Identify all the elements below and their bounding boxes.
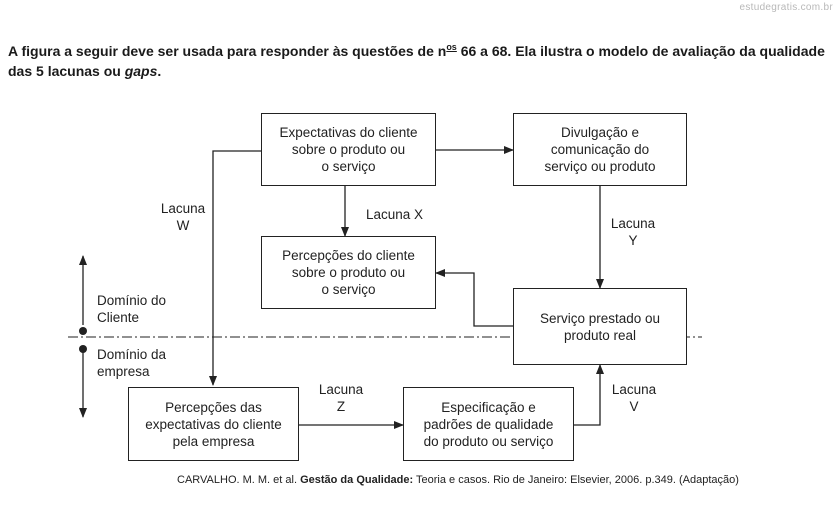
citation: CARVALHO. M. M. et al. Gestão da Qualida…: [177, 474, 739, 486]
domain-empresa-dot: [79, 345, 87, 353]
label-lacuna-y: Lacuna Y: [610, 216, 656, 248]
box-percepcoes-empresa: Percepções das expectativas do cliente p…: [128, 387, 299, 461]
box-especificacao-text: Especificação e padrões de qualidade do …: [423, 399, 554, 449]
arrow-lacuna-v: [574, 364, 604, 426]
label-dominio-empresa: Domínio da empresa: [97, 347, 167, 379]
label-lacuna-z: Lacuna Z: [318, 382, 364, 414]
label-lacuna-x: Lacuna X: [366, 207, 424, 222]
box-divulgacao-text: Divulgação e comunicação do serviço ou p…: [544, 125, 656, 174]
box-percepcoes-cliente: Percepções do cliente sobre o produto ou…: [261, 236, 436, 309]
box-divulgacao: Divulgação e comunicação do serviço ou p…: [513, 113, 687, 186]
citation-title: Gestão da Qualidade:: [300, 474, 414, 486]
watermark: estudegratis.com.br: [739, 2, 833, 13]
label-lacuna-v: Lacuna V: [611, 382, 657, 414]
box-expectativas-text: Expectativas do cliente sobre o produto …: [279, 125, 418, 174]
intro-text: A figura a seguir deve ser usada para re…: [8, 37, 836, 81]
intro-superscript: os: [446, 42, 457, 52]
label-dominio-cliente: Domínio do Cliente: [97, 293, 167, 325]
intro-part2: 66 a 68. Ela ilustra o modelo de avaliaç…: [8, 43, 825, 79]
box-percepcoes-cliente-text: Percepções do cliente sobre o produto ou…: [282, 248, 415, 297]
box-percepcoes-empresa-text: Percepções das expectativas do cliente p…: [145, 399, 282, 449]
label-lacuna-w: Lacuna W: [160, 201, 206, 233]
box-expectativas-cliente: Expectativas do cliente sobre o produto …: [261, 113, 436, 186]
intro-italic: gaps: [124, 63, 158, 79]
citation-rest: Teoria e casos. Rio de Janeiro: Elsevier…: [413, 474, 739, 486]
arrow-lacuna-w: [209, 147, 270, 386]
intro-part1: A figura a seguir deve ser usada para re…: [8, 43, 447, 59]
box-servico-prestado-text: Serviço prestado ou produto real: [539, 310, 661, 343]
box-servico-prestado: Serviço prestado ou produto real: [513, 288, 687, 365]
domain-cliente-dot: [79, 327, 87, 335]
box-especificacao: Especificação e padrões de qualidade do …: [403, 387, 574, 461]
arrow-servico-percepcoes: [435, 269, 513, 327]
citation-authors: CARVALHO. M. M. et al.: [177, 474, 301, 486]
intro-part3: .: [157, 63, 162, 79]
